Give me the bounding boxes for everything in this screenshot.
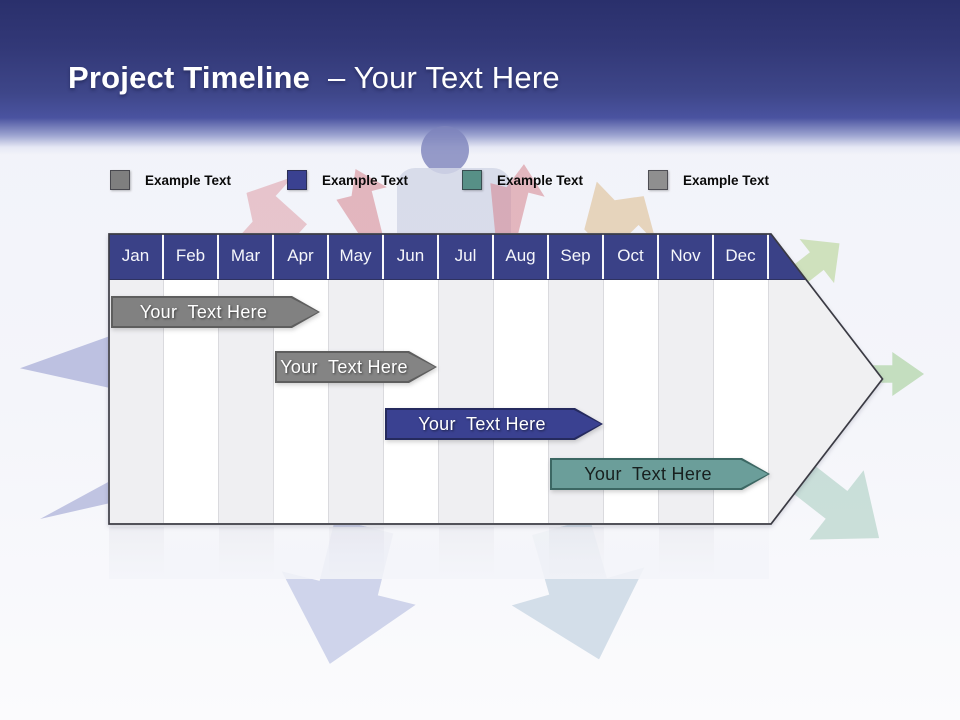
legend-swatch-gray (648, 170, 668, 190)
person-head-icon (421, 126, 469, 174)
legend-swatch-gray (110, 170, 130, 190)
person-body-icon (397, 168, 511, 234)
legend-label: Example Text (322, 172, 409, 188)
legend-swatch-teal (462, 170, 482, 190)
timeline-bar: Your Text Here (385, 408, 603, 440)
month-cell: Mar (219, 234, 274, 279)
month-cell: Feb (164, 234, 219, 279)
month-cell: May (329, 234, 384, 279)
title-primary: Project Timeline (68, 60, 311, 95)
legend-label: Example Text (497, 172, 584, 188)
month-cell: Dec (714, 234, 769, 279)
legend-item: Example Text (462, 169, 583, 191)
legend-item: Example Text (648, 169, 769, 191)
legend-item: Example Text (110, 169, 231, 191)
decor-lavender-arrow-left-icon (20, 336, 110, 388)
month-cell: Nov (659, 234, 714, 279)
month-cell: Jan (109, 234, 164, 279)
month-cell: Apr (274, 234, 329, 279)
month-cell: Oct (604, 234, 659, 279)
page-title: Project Timeline – Your Text Here (68, 60, 560, 96)
bar-label: Your Text Here (139, 301, 268, 322)
bar-label: Your Text Here (584, 463, 712, 484)
legend-label: Example Text (145, 172, 232, 188)
month-cell: Jun (384, 234, 439, 279)
month-column-stripe (494, 280, 549, 523)
legend-swatch-blue (287, 170, 307, 190)
timeline-reflection (109, 527, 769, 579)
month-header-row: Jan Feb Mar Apr May Jun Jul Aug Sep Oct … (109, 234, 883, 280)
legend-label: Example Text (683, 172, 770, 188)
header-gradient-band (0, 0, 960, 155)
month-cell: Sep (549, 234, 604, 279)
timeline-content: Jan Feb Mar Apr May Jun Jul Aug Sep Oct … (108, 233, 883, 525)
timeline-bar: Your Text Here (111, 296, 320, 328)
bar-label: Your Text Here (418, 413, 546, 434)
timeline-arrow: Jan Feb Mar Apr May Jun Jul Aug Sep Oct … (108, 233, 884, 525)
month-column-stripe (384, 280, 439, 523)
month-column-stripe (329, 280, 384, 523)
title-secondary: – Your Text Here (327, 60, 560, 95)
timeline-bar: Your Text Here (550, 458, 770, 490)
legend-item: Example Text (287, 169, 408, 191)
month-cell: Jul (439, 234, 494, 279)
timeline-bar: Your Text Here (275, 351, 437, 383)
bar-label: Your Text Here (280, 356, 408, 377)
month-cell: Aug (494, 234, 549, 279)
month-column-stripe (439, 280, 494, 523)
